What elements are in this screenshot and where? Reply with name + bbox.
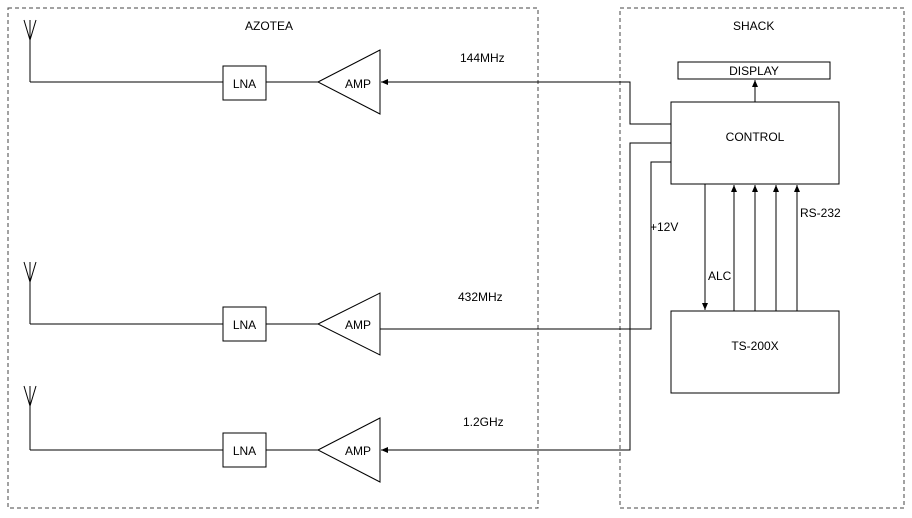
- amp-block: [316, 49, 381, 115]
- control-to-amp-1-2-line: [381, 142, 671, 453]
- amp-label: AMP: [345, 444, 371, 458]
- control-block: [670, 101, 840, 185]
- alc-label: ALC: [708, 269, 732, 283]
- lna-block: [222, 65, 267, 101]
- band-label: 144MHz: [460, 51, 505, 65]
- rs232-label: RS-232: [800, 206, 841, 220]
- power-label: +12V: [650, 220, 678, 234]
- chain-432mhz: LNA AMP 432MHz: [23, 261, 503, 356]
- antenna-icon: [23, 385, 37, 450]
- control-label: CONTROL: [726, 130, 785, 144]
- amp-label: AMP: [345, 318, 371, 332]
- band-label: 1.2GHz: [463, 415, 504, 429]
- lna-label: LNA: [233, 77, 256, 91]
- amp-block: [316, 292, 381, 356]
- chain-1-2ghz: LNA AMP 1.2GHz: [23, 385, 504, 483]
- antenna-icon: [23, 261, 37, 324]
- lna-label: LNA: [233, 444, 256, 458]
- azotea-region: [7, 7, 539, 509]
- shack-region: [619, 7, 905, 509]
- control-to-amp-144-line: [381, 79, 671, 125]
- chain-144mhz: LNA AMP 144MHz: [23, 19, 505, 115]
- lna-label: LNA: [233, 318, 256, 332]
- band-label: 432MHz: [458, 290, 503, 304]
- shack-label: SHACK: [733, 19, 774, 33]
- azotea-label: AZOTEA: [245, 19, 293, 33]
- amp-432-to-control-line: [380, 161, 671, 330]
- amp-label: AMP: [345, 77, 371, 91]
- ts200x-label: TS-200X: [731, 339, 778, 353]
- lna-block: [222, 432, 267, 468]
- antenna-icon: [23, 19, 37, 82]
- lna-block: [222, 306, 267, 342]
- amp-block: [316, 417, 381, 483]
- display-label: DISPLAY: [729, 64, 779, 78]
- display-block: [677, 61, 831, 80]
- ts200x-block: [670, 310, 840, 394]
